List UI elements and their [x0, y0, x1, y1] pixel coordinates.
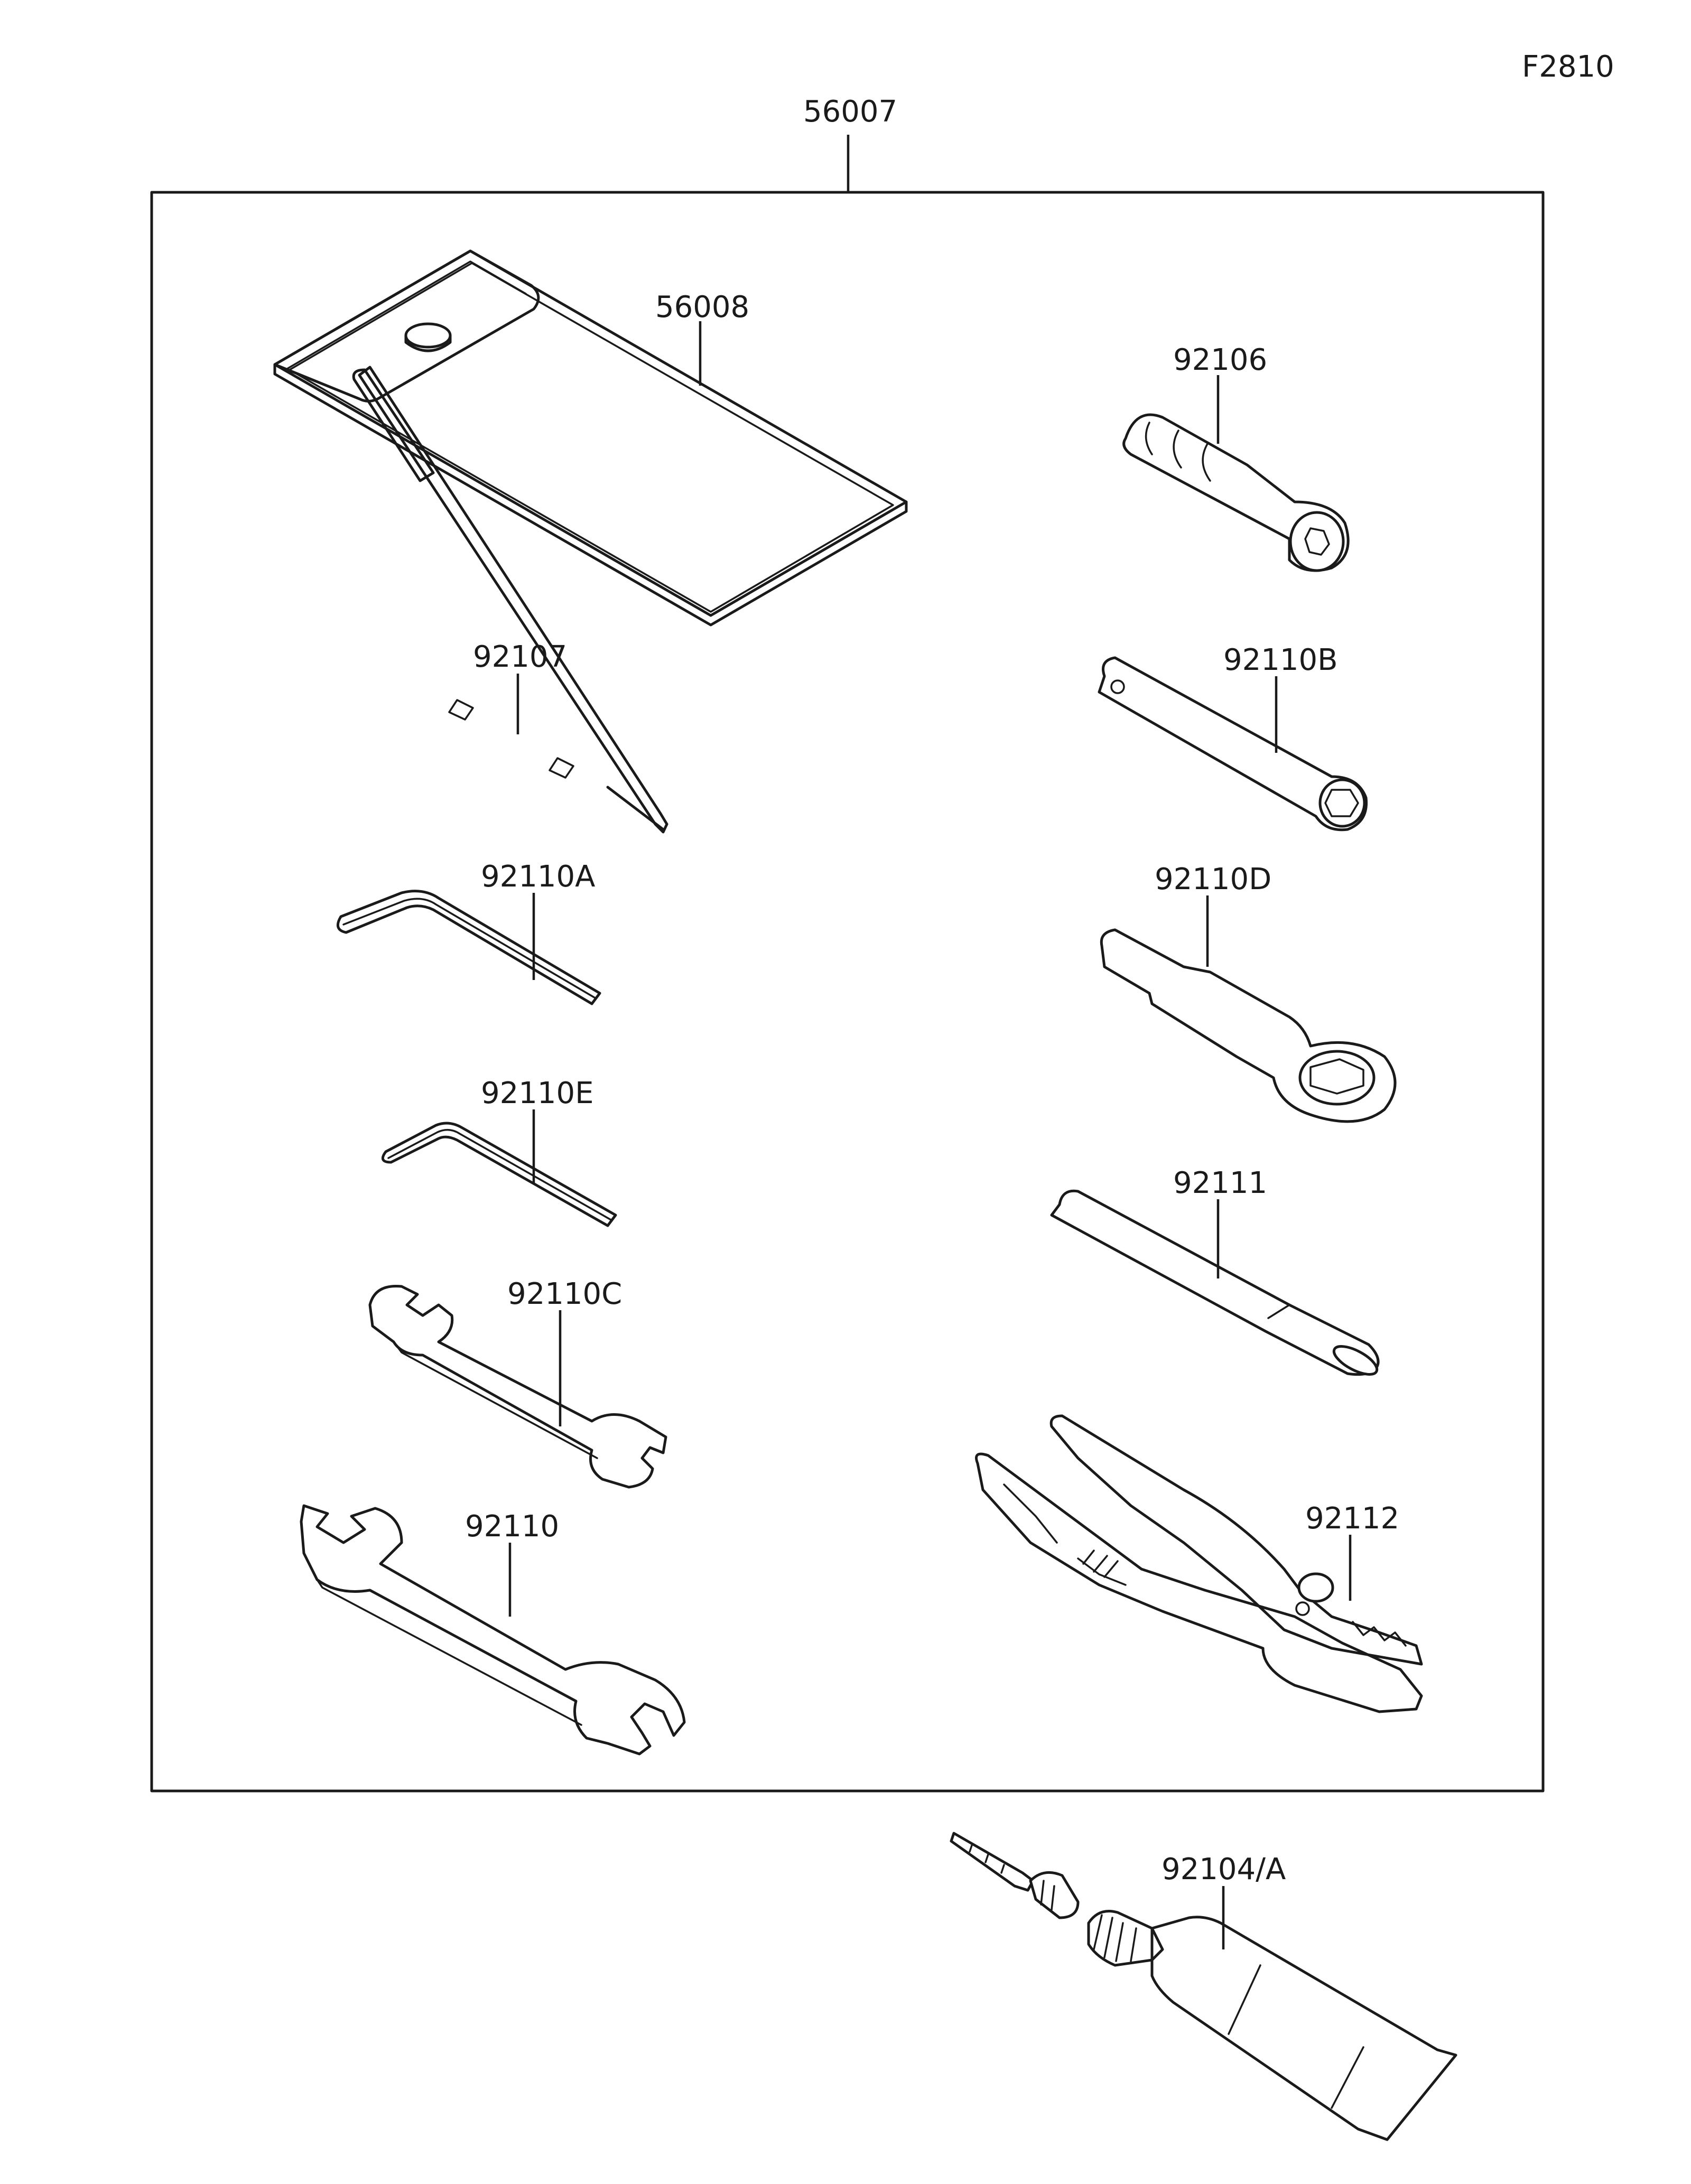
pliers-illustration: [975, 1414, 1423, 1713]
label-56007: 56007: [803, 95, 897, 129]
wrench-illustration: [300, 1504, 686, 1756]
handle-illustration: [1122, 413, 1350, 572]
label-92110D: 92110D: [1155, 862, 1271, 897]
label-92110A: 92110A: [481, 860, 595, 894]
label-92111: 92111: [1173, 1166, 1267, 1200]
bar-illustration: [1050, 1189, 1380, 1376]
label-56008: 56008: [655, 290, 749, 324]
screwdriver-illustration: [352, 366, 668, 834]
label-92107: 92107: [473, 640, 567, 674]
label-92104A: 92104/A: [1162, 1852, 1286, 1887]
figure-code: F2810: [1522, 50, 1614, 84]
label-92110C: 92110C: [507, 1277, 622, 1311]
wrench-c-illustration: [368, 1284, 667, 1489]
ring-wrench-d-illustration: [1100, 928, 1397, 1123]
label-92110: 92110: [465, 1509, 559, 1544]
label-92110B: 92110B: [1223, 643, 1338, 677]
label-92106: 92106: [1173, 343, 1267, 377]
tool-kit-frame: [150, 191, 1545, 1793]
tube-kit-illustration: [950, 1832, 1457, 2141]
hex-wrench-e-illustration: [381, 1122, 617, 1227]
hex-wrench-a-illustration: [336, 890, 601, 1005]
tool-case-illustration: [273, 249, 908, 627]
box-wrench-b-illustration: [1098, 656, 1368, 832]
label-92110E: 92110E: [481, 1076, 594, 1110]
label-92112: 92112: [1305, 1501, 1399, 1536]
